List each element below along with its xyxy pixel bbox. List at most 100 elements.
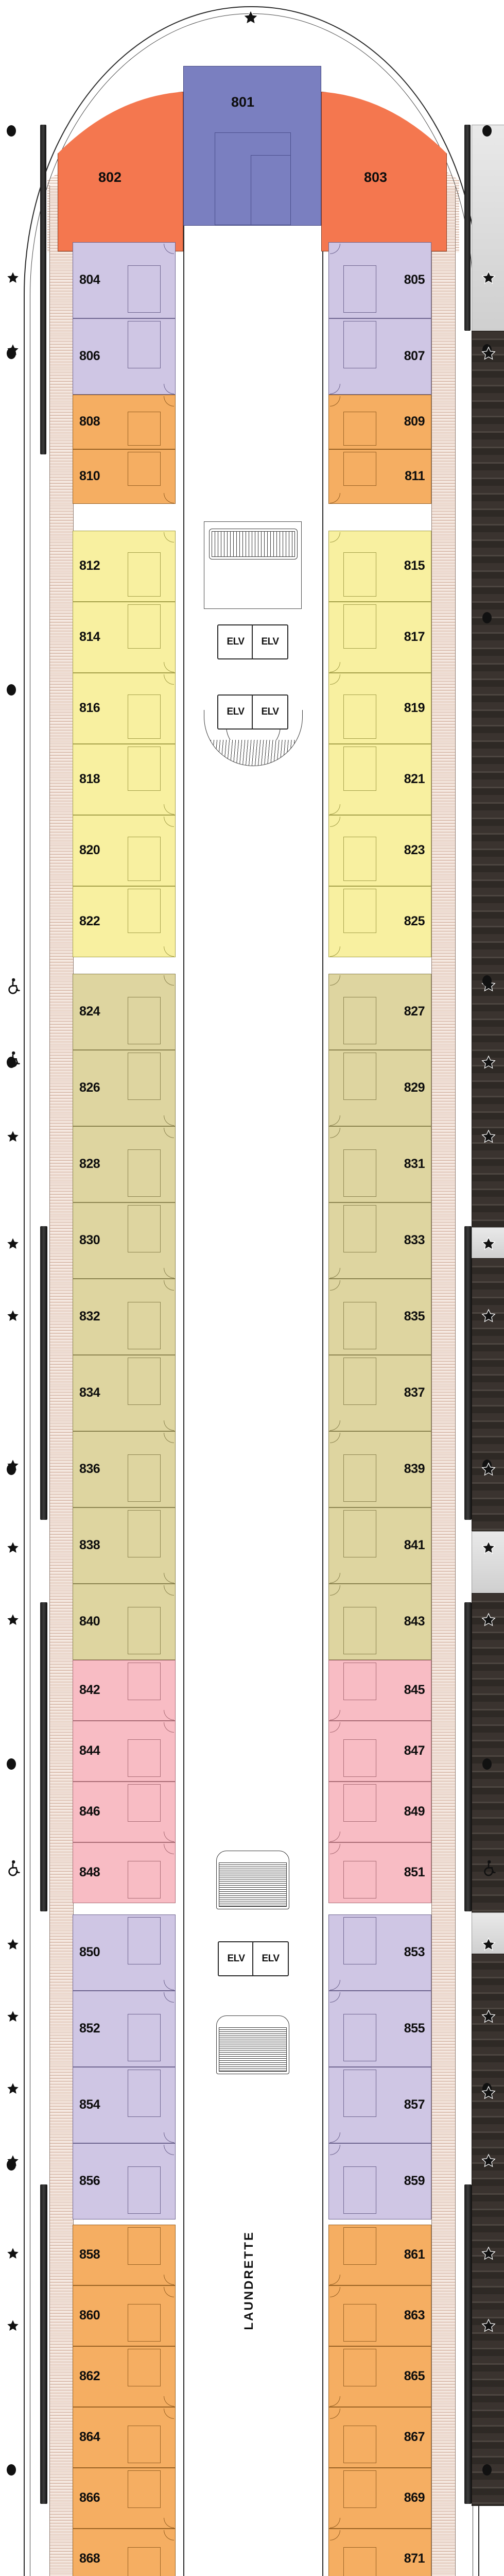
cabin-824[interactable]: 824: [73, 974, 176, 1050]
cabin-825[interactable]: 825: [328, 886, 431, 957]
cabin-number: 841: [404, 1538, 425, 1552]
cabin-door: [330, 1280, 340, 1291]
cabin-815[interactable]: 815: [328, 531, 431, 602]
star-icon: [481, 1055, 496, 1073]
cabin-822[interactable]: 822: [73, 886, 176, 957]
cabin-862[interactable]: 862: [73, 2346, 176, 2407]
cabin-859[interactable]: 859: [328, 2143, 431, 2219]
cabin-820[interactable]: 820: [73, 815, 176, 886]
cabin-808[interactable]: 808: [73, 395, 176, 449]
elevator-fwd-3[interactable]: ELV: [217, 694, 254, 730]
cabin-860[interactable]: 860: [73, 2285, 176, 2346]
side-rail-port-mid: [40, 1226, 47, 1520]
laundrette-label: LAUNDRETTE: [242, 2231, 256, 2330]
suite-801[interactable]: 801: [183, 66, 321, 226]
elevator-aft-1[interactable]: ELV: [218, 1941, 254, 1976]
cabin-number: 862: [79, 2369, 100, 2383]
cabin-844[interactable]: 844: [73, 1721, 176, 1782]
cabin-831[interactable]: 831: [328, 1126, 431, 1202]
cabin-850[interactable]: 850: [73, 1914, 176, 1991]
cabin-829[interactable]: 829: [328, 1050, 431, 1126]
cabin-number: 846: [79, 1804, 100, 1819]
cabin-869[interactable]: 869: [328, 2468, 431, 2529]
cabin-door: [330, 2145, 340, 2155]
cabin-812[interactable]: 812: [73, 531, 176, 602]
cabin-826[interactable]: 826: [73, 1050, 176, 1126]
elevator-fwd-1[interactable]: ELV: [217, 624, 254, 659]
elevator-fwd-2[interactable]: ELV: [252, 624, 288, 659]
cabin-door: [164, 662, 174, 672]
cabin-842[interactable]: 842: [73, 1660, 176, 1721]
cabin-door: [164, 1573, 174, 1583]
cabin-partition: [128, 1510, 161, 1557]
cabin-804[interactable]: 804: [73, 242, 176, 318]
cabin-863[interactable]: 863: [328, 2285, 431, 2346]
cabin-810[interactable]: 810: [73, 449, 176, 504]
cabin-door: [330, 804, 340, 815]
cabin-door: [164, 1722, 174, 1733]
cabin-door: [330, 1992, 340, 2003]
cabin-839[interactable]: 839: [328, 1431, 431, 1507]
elevator-fwd-4[interactable]: ELV: [252, 694, 288, 730]
cabin-867[interactable]: 867: [328, 2407, 431, 2468]
cabin-818[interactable]: 818: [73, 744, 176, 815]
cabin-854[interactable]: 854: [73, 2067, 176, 2143]
cabin-848[interactable]: 848: [73, 1842, 176, 1903]
cabin-830[interactable]: 830: [73, 1202, 176, 1279]
cabin-853[interactable]: 853: [328, 1914, 431, 1991]
cabin-805[interactable]: 805: [328, 242, 431, 318]
star-icon: [481, 2246, 496, 2264]
cabin-door: [164, 817, 174, 827]
cabin-828[interactable]: 828: [73, 1126, 176, 1202]
cabin-833[interactable]: 833: [328, 1202, 431, 1279]
cabin-823[interactable]: 823: [328, 815, 431, 886]
cabin-852[interactable]: 852: [73, 1991, 176, 2067]
cabin-821[interactable]: 821: [328, 744, 431, 815]
cabin-847[interactable]: 847: [328, 1721, 431, 1782]
cabin-866[interactable]: 866: [73, 2468, 176, 2529]
cabin-number: 864: [79, 2430, 100, 2444]
cabin-814[interactable]: 814: [73, 602, 176, 673]
cabin-864[interactable]: 864: [73, 2407, 176, 2468]
cabin-number: 831: [404, 1157, 425, 1171]
cabin-807[interactable]: 807: [328, 318, 431, 395]
cabin-857[interactable]: 857: [328, 2067, 431, 2143]
cabin-number: 802: [98, 170, 122, 185]
cabin-827[interactable]: 827: [328, 974, 431, 1050]
cabin-843[interactable]: 843: [328, 1584, 431, 1660]
cabin-door: [330, 532, 340, 543]
cabin-851[interactable]: 851: [328, 1842, 431, 1903]
cabin-835[interactable]: 835: [328, 1279, 431, 1355]
cabin-855[interactable]: 855: [328, 1991, 431, 2067]
cabin-816[interactable]: 816: [73, 673, 176, 744]
cabin-845[interactable]: 845: [328, 1660, 431, 1721]
cabin-811[interactable]: 811: [328, 449, 431, 504]
cabin-846[interactable]: 846: [73, 1782, 176, 1842]
cabin-806[interactable]: 806: [73, 318, 176, 395]
cabin-856[interactable]: 856: [73, 2143, 176, 2219]
cabin-door: [164, 493, 174, 503]
cabin-871[interactable]: 871: [328, 2529, 431, 2576]
cabin-809[interactable]: 809: [328, 395, 431, 449]
cabin-858[interactable]: 858: [73, 2225, 176, 2285]
cabin-840[interactable]: 840: [73, 1584, 176, 1660]
cabin-partition: [343, 1205, 376, 1252]
cabin-836[interactable]: 836: [73, 1431, 176, 1507]
lifeboat-block-aft1: [472, 1593, 504, 1913]
cabin-817[interactable]: 817: [328, 602, 431, 673]
cabin-837[interactable]: 837: [328, 1355, 431, 1431]
cabin-841[interactable]: 841: [328, 1507, 431, 1584]
cabin-number: 825: [404, 914, 425, 928]
cabin-838[interactable]: 838: [73, 1507, 176, 1584]
cabin-868[interactable]: 868: [73, 2529, 176, 2576]
cabin-832[interactable]: 832: [73, 1279, 176, 1355]
cabin-834[interactable]: 834: [73, 1355, 176, 1431]
elevator-aft-2[interactable]: ELV: [252, 1941, 289, 1976]
cabin-partition: [128, 2426, 161, 2463]
cabin-861[interactable]: 861: [328, 2225, 431, 2285]
cabin-819[interactable]: 819: [328, 673, 431, 744]
cabin-partition: [343, 552, 376, 597]
star-icon: [5, 1540, 21, 1558]
cabin-865[interactable]: 865: [328, 2346, 431, 2407]
cabin-849[interactable]: 849: [328, 1782, 431, 1842]
